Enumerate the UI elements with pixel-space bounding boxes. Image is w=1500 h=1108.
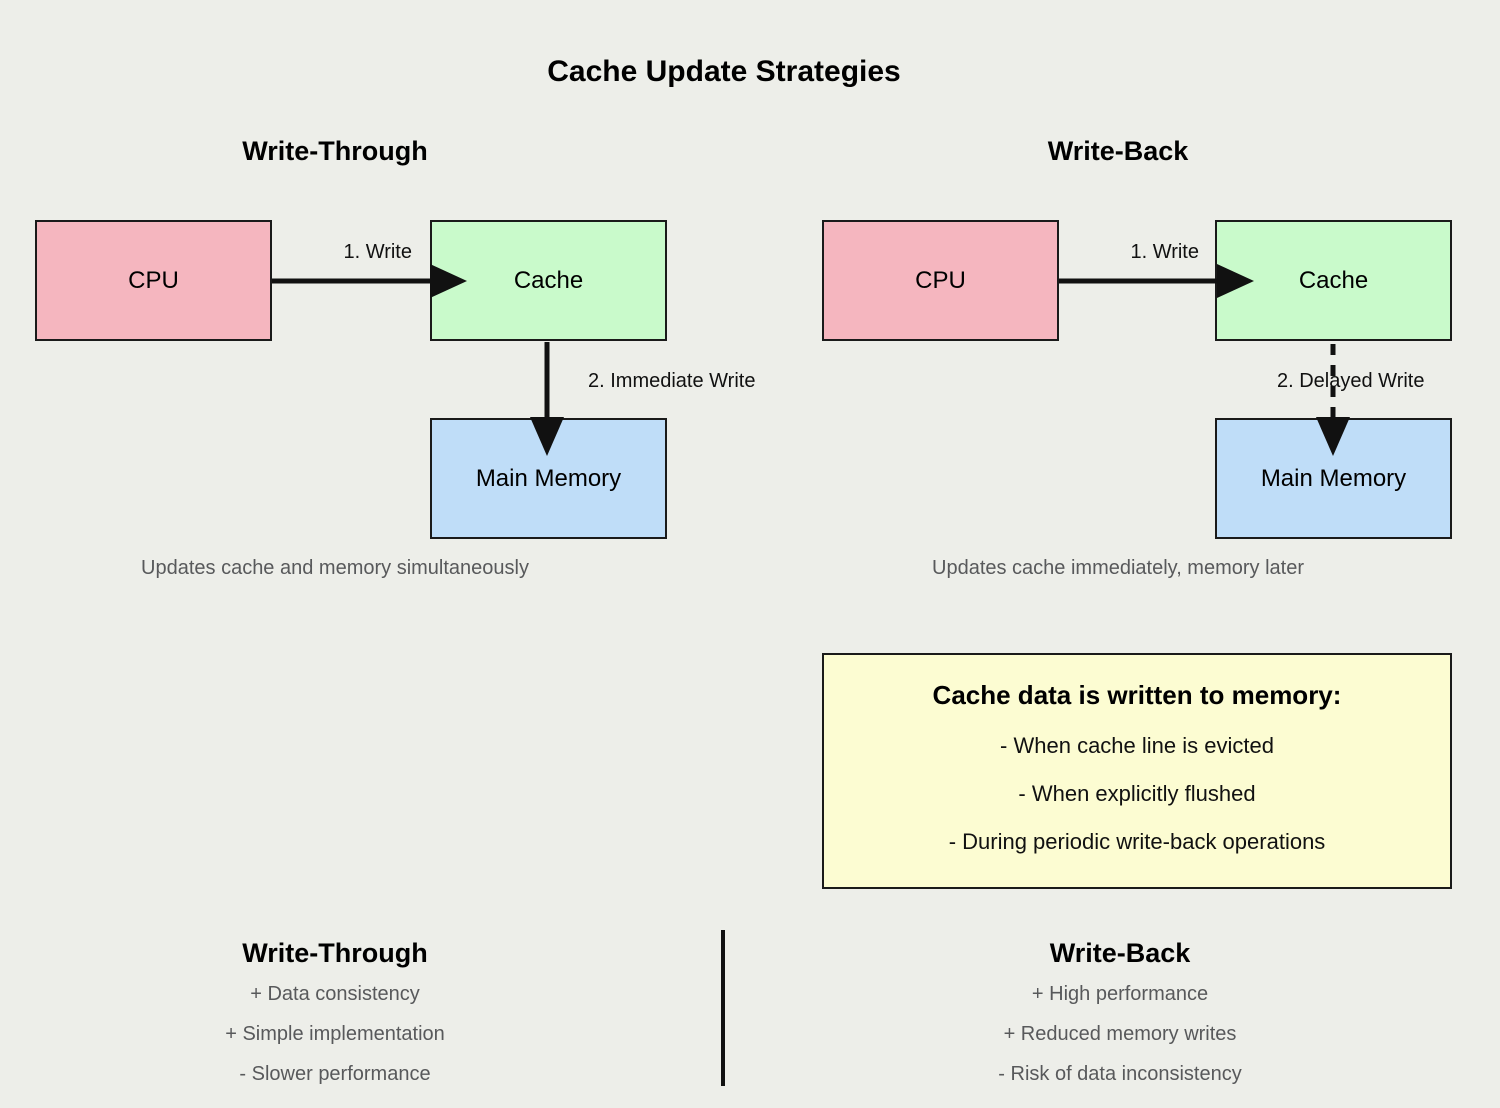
cache-label: Cache [1298, 266, 1369, 294]
cpu-label: CPU [128, 266, 179, 294]
main-memory-label: Main Memory [475, 464, 622, 492]
cache-box-write-through: Cache [430, 220, 667, 341]
write-through-caption: Updates cache and memory simultaneously [141, 557, 529, 579]
comparison-item: - Slower performance [239, 1063, 431, 1085]
note-box-title: Cache data is written to memory: [932, 680, 1342, 710]
write-through-comparison: Write-Through + Data consistency + Simpl… [35, 938, 635, 1103]
note-item: - When explicitly flushed [1018, 781, 1256, 806]
cpu-label: CPU [915, 266, 966, 294]
delayed-write-arrow-label: 2. Delayed Write [1277, 370, 1425, 392]
comparison-heading: Write-Through [242, 938, 428, 968]
note-box: Cache data is written to memory: - When … [822, 653, 1452, 889]
cache-label: Cache [513, 266, 584, 294]
page-title: Cache Update Strategies [547, 55, 901, 88]
cpu-box-write-back: CPU [822, 220, 1059, 341]
note-item: - During periodic write-back operations [948, 829, 1326, 854]
comparison-item: + Data consistency [250, 983, 420, 1005]
immediate-write-arrow-label: 2. Immediate Write [588, 370, 756, 392]
comparison-heading: Write-Back [1049, 938, 1191, 968]
note-item: - When cache line is evicted [1000, 733, 1274, 758]
main-memory-box-write-back: Main Memory [1215, 418, 1452, 539]
comparison-divider [721, 930, 725, 1086]
cpu-box-write-through: CPU [35, 220, 272, 341]
write-through-heading: Write-Through [242, 136, 428, 166]
main-memory-box-write-through: Main Memory [430, 418, 667, 539]
cache-box-write-back: Cache [1215, 220, 1452, 341]
main-memory-label: Main Memory [1260, 464, 1407, 492]
comparison-item: + Simple implementation [225, 1023, 445, 1045]
write-arrow-label-right: 1. Write [1130, 241, 1199, 263]
write-back-heading: Write-Back [1047, 136, 1189, 166]
write-back-caption: Updates cache immediately, memory later [932, 557, 1304, 579]
comparison-item: + High performance [1031, 983, 1209, 1005]
comparison-item: - Risk of data inconsistency [998, 1063, 1242, 1085]
write-back-comparison: Write-Back + High performance + Reduced … [822, 938, 1418, 1103]
write-arrow-label-left: 1. Write [343, 241, 412, 263]
comparison-item: + Reduced memory writes [1003, 1023, 1237, 1045]
